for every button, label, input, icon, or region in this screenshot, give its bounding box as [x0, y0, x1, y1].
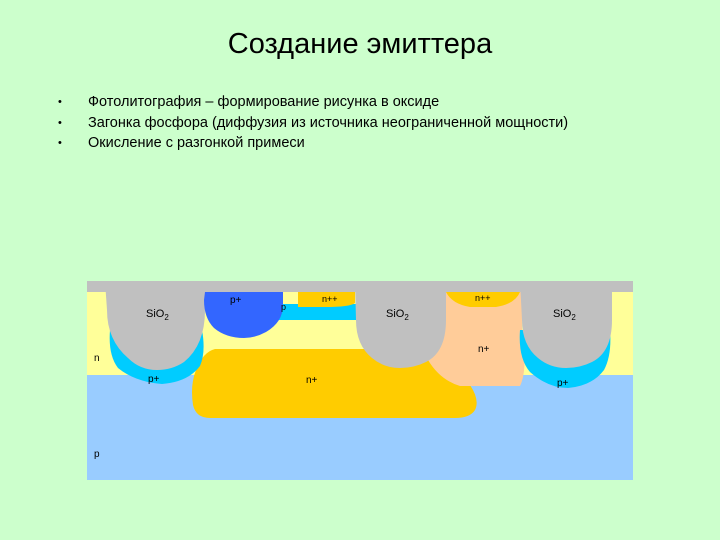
label-sio2-middle: SiO2	[386, 308, 409, 322]
bullet-item: • Фотолитография – формирование рисунка в…	[58, 92, 568, 113]
label-p-plus-right: p+	[557, 378, 569, 389]
p-plus-base-contact	[204, 292, 283, 338]
oxide-middle	[355, 281, 446, 368]
bullet-list: • Фотолитография – формирование рисунка в…	[58, 92, 568, 154]
bullet-text: Фотолитография – формирование рисунка в …	[88, 94, 440, 110]
label-p-substrate: p	[94, 449, 100, 460]
bullet-item: • Загонка фосфора (диффузия из источника …	[58, 113, 568, 134]
label-n-plus-collector: n+	[478, 344, 490, 355]
oxide-left	[105, 281, 205, 370]
label-p-plus-left: p+	[148, 374, 160, 385]
slide-title: Создание эмиттера	[227, 28, 493, 60]
n-plus-plus-collector-contact	[446, 292, 520, 307]
label-n-plus-plus-contact: n++	[475, 293, 491, 303]
label-n-plus-buried: n+	[306, 375, 318, 386]
bullet-dot: •	[58, 137, 62, 149]
label-p-plus-base: p+	[230, 295, 242, 306]
n-plus-plus-emitter	[298, 292, 355, 307]
bullet-text: Окисление с разгонкой примеси	[88, 135, 305, 151]
label-sio2-right: SiO2	[553, 308, 576, 322]
n-plus-collector-region	[425, 292, 525, 386]
p-base-region	[276, 304, 358, 320]
label-n-epi: n	[94, 353, 100, 364]
bullet-dot: •	[58, 116, 62, 129]
label-p-base: p	[281, 302, 286, 312]
label-sio2-left: SiO2	[146, 308, 169, 322]
bullet-dot: •	[58, 96, 62, 108]
label-n-plus-plus-emitter: n++	[322, 294, 338, 304]
oxide-right	[520, 281, 612, 368]
bullet-text: Загонка фосфора (диффузия из источника н…	[88, 114, 569, 131]
bullet-item: • Окисление с разгонкой примеси	[58, 133, 568, 154]
